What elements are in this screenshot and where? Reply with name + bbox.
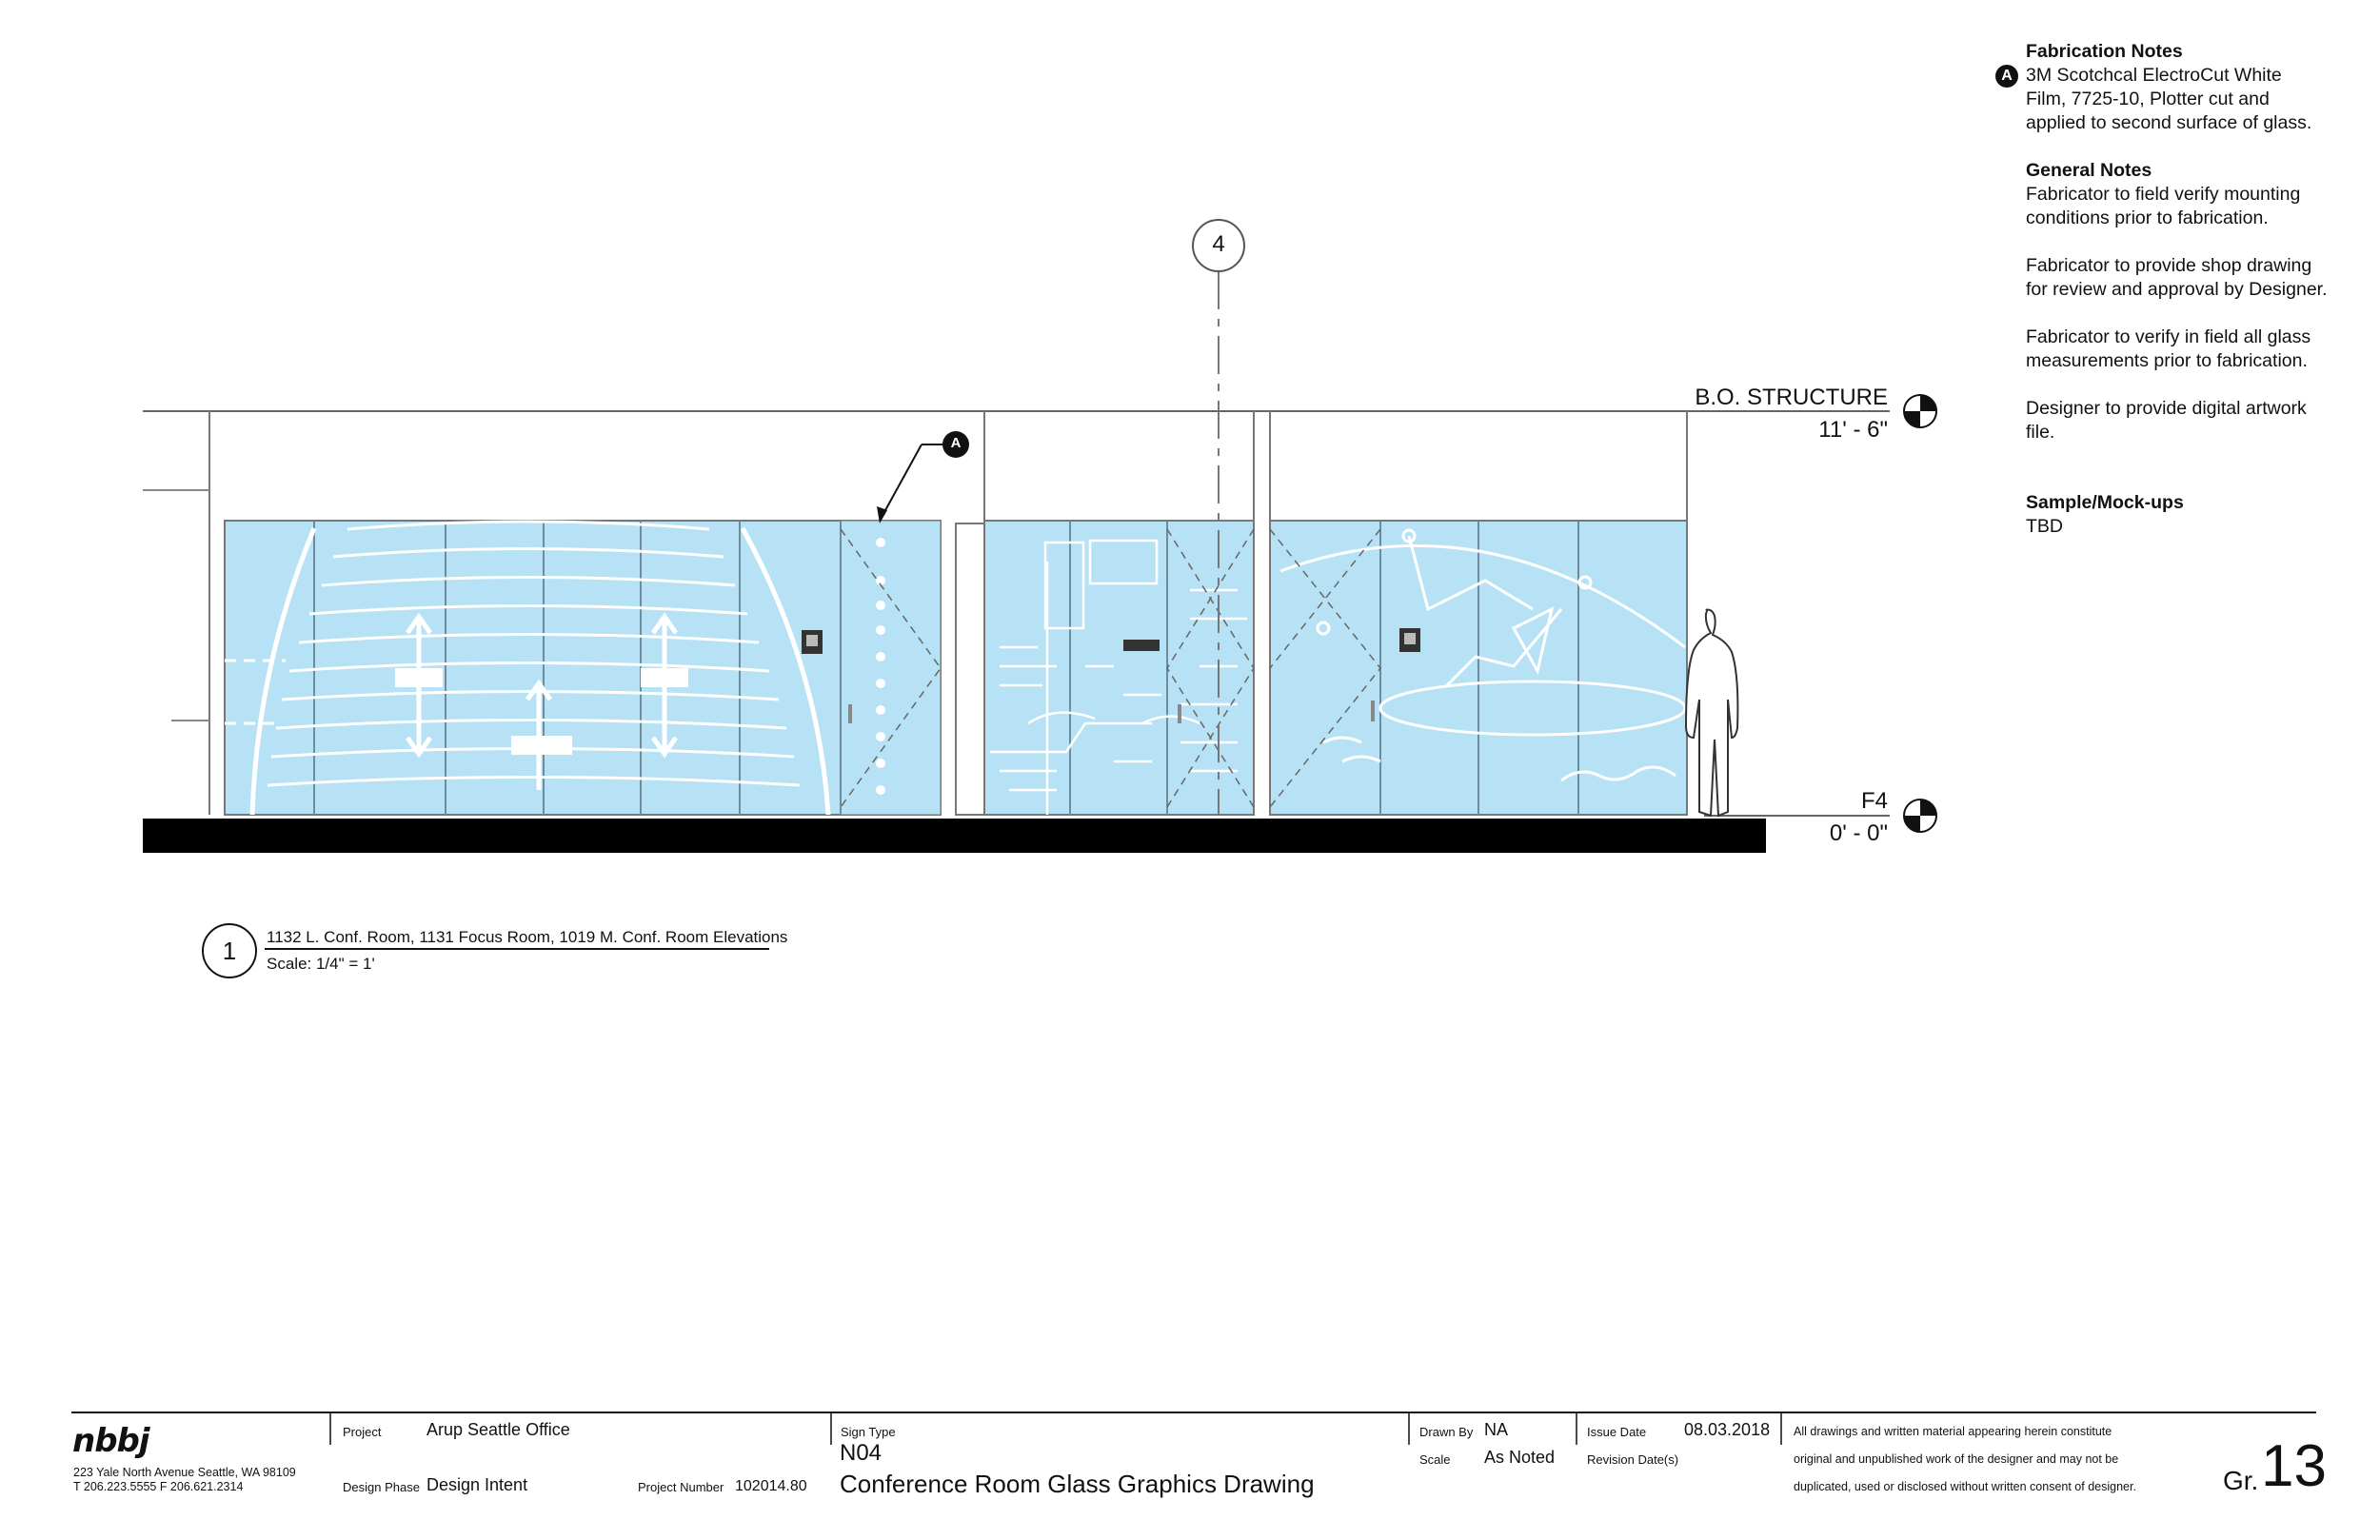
sign-type-label: Sign Type xyxy=(841,1425,896,1439)
floor-level-name: F4 xyxy=(1860,788,1888,814)
glass-graphic-dots xyxy=(876,538,885,795)
general-note-line: Fabricator to verify in field all glass xyxy=(2026,326,2311,347)
glass-graphic-sketch xyxy=(990,539,1247,815)
view-title: 1132 L. Conf. Room, 1131 Focus Room, 101… xyxy=(267,928,788,946)
design-phase-value: Design Intent xyxy=(426,1475,528,1494)
glass-panel-large-conf-end xyxy=(840,520,942,816)
firm-phone: T 206.223.5555 F 206.621.2314 xyxy=(73,1480,244,1493)
disclaimer-line: duplicated, used or disclosed without wr… xyxy=(1794,1480,2136,1493)
general-note-line: conditions prior to fabrication. xyxy=(2026,207,2269,228)
door-hardware xyxy=(802,628,1420,723)
general-note-line: measurements prior to fabrication. xyxy=(2026,350,2308,371)
mullions xyxy=(313,521,1579,815)
callout-a-leader-2 xyxy=(879,444,922,522)
project-number-value: 102014.80 xyxy=(735,1478,807,1494)
firm-address: 223 Yale North Avenue Seattle, WA 98109 xyxy=(73,1466,296,1479)
general-note-line: Fabricator to provide shop drawing xyxy=(2026,255,2312,276)
glass-panel-focus xyxy=(983,520,1255,816)
sheet-number: 13 xyxy=(2261,1433,2327,1499)
fabrication-note-a: A 3M Scotchcal ElectroCut White Film, 77… xyxy=(1995,64,2350,135)
fabrication-notes-heading: Fabrication Notes xyxy=(2026,41,2183,62)
project-number-label: Project Number xyxy=(638,1480,724,1494)
general-note-line: file. xyxy=(2026,422,2055,443)
fabrication-note-line: Film, 7725-10, Plotter cut and xyxy=(2026,89,2270,109)
scale-human-figure xyxy=(1684,608,1739,818)
general-note-line: Designer to provide digital artwork xyxy=(2026,398,2307,419)
fabrication-note-badge: A xyxy=(1995,65,2018,88)
disclaimer-line: All drawings and written material appear… xyxy=(1794,1425,2112,1438)
dashed-x-focus xyxy=(1166,528,1255,808)
callout-a-arrowhead xyxy=(877,506,887,523)
top-level-symbol xyxy=(1903,394,1937,428)
glass-graphic-lens xyxy=(225,520,831,816)
issue-date-value: 08.03.2018 xyxy=(1684,1420,1771,1439)
top-level-value: 11' - 6" xyxy=(1818,417,1888,443)
dashed-x-medium xyxy=(1269,528,1381,808)
issue-date-label: Issue Date xyxy=(1587,1425,1647,1439)
floor-level-symbol xyxy=(1903,799,1937,833)
dashed-x-end-panel xyxy=(840,528,942,808)
view-scale: Scale: 1/4" = 1' xyxy=(267,955,375,973)
design-phase-label: Design Phase xyxy=(343,1480,420,1494)
callout-a-circle xyxy=(942,431,969,458)
general-notes-heading: General Notes xyxy=(2026,160,2152,181)
project-value: Arup Seattle Office xyxy=(426,1420,570,1439)
fabrication-note-line: 3M Scotchcal ElectroCut White xyxy=(2026,65,2282,86)
sheet-prefix: Gr. xyxy=(2223,1466,2259,1495)
sample-heading: Sample/Mock-ups xyxy=(2026,492,2184,513)
view-number-circle xyxy=(202,923,257,978)
glass-graphic-trajectory xyxy=(1279,528,1687,782)
partition-wall-1 xyxy=(955,523,985,816)
sign-type-value: N04 xyxy=(840,1440,883,1466)
fabrication-note-line: applied to second surface of glass. xyxy=(2026,112,2312,133)
nbbj-logo: nbbj xyxy=(72,1422,150,1460)
grid-marker-circle xyxy=(1192,219,1245,272)
notes-panel: Fabrication Notes A 3M Scotchcal Electro… xyxy=(1995,40,2350,539)
drawn-by-value: NA xyxy=(1484,1420,1509,1439)
callout-a-label: A xyxy=(950,435,962,451)
sheet-title: Conference Room Glass Graphics Drawing xyxy=(840,1470,1315,1498)
disclaimer-line: original and unpublished work of the des… xyxy=(1794,1452,2119,1466)
top-level-name: B.O. STRUCTURE xyxy=(1695,385,1888,410)
scale-label: Scale xyxy=(1419,1452,1451,1467)
disclaimer: All drawings and written material appear… xyxy=(1794,1418,2203,1501)
sample-value: TBD xyxy=(2026,516,2063,537)
drawn-by-label: Drawn By xyxy=(1419,1425,1474,1439)
floor-level-value: 0' - 0" xyxy=(1829,820,1888,846)
general-note-line: Fabricator to field verify mounting xyxy=(2026,184,2301,205)
view-number: 1 xyxy=(222,937,237,965)
revision-dates-label: Revision Date(s) xyxy=(1587,1452,1679,1467)
scale-value: As Noted xyxy=(1484,1448,1556,1467)
project-label: Project xyxy=(343,1425,382,1439)
grid-marker-label: 4 xyxy=(1212,231,1225,257)
general-note-line: for review and approval by Designer. xyxy=(2026,279,2328,300)
floor-slab xyxy=(143,819,1766,853)
